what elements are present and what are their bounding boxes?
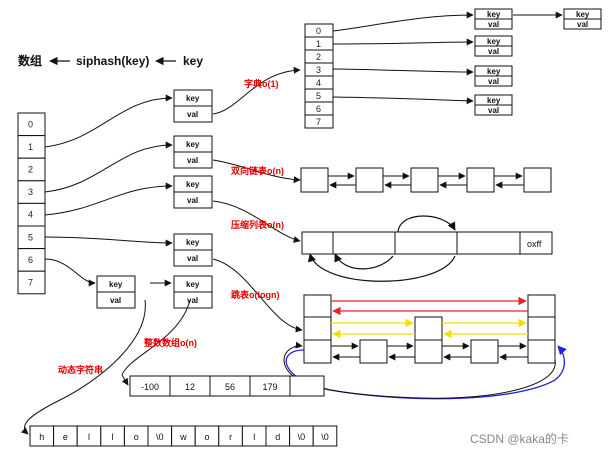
dict-index: 5 [316,91,321,101]
entry-key: key [186,280,200,289]
sds-char: o [204,432,209,442]
dict-index: 4 [316,78,321,88]
list-node [466,167,495,193]
intset-value: 12 [185,382,195,392]
hash-function-label: siphash(key) [76,54,149,68]
hash-array: 0 1 2 3 4 5 6 7 [17,112,46,295]
array-index: 7 [28,278,33,288]
array-index: 6 [28,255,33,265]
dict-index: 0 [316,26,321,36]
dict-slot [304,114,334,129]
entry-val: val [577,20,588,29]
sds-char: \0 [298,432,306,442]
entry-key: key [186,140,200,149]
entry-val: val [187,110,198,119]
sds-char: \0 [156,432,164,442]
list-node [355,167,384,193]
array-index: 3 [28,187,33,197]
entry-key: key [487,96,501,105]
entry-key: key [186,94,200,103]
entry-val: val [488,20,499,29]
ziplist: oxff [301,215,553,282]
linked-list-label: 双向链表o(n) [231,165,284,176]
entry-key: key [576,10,590,19]
sds-char: w [179,432,187,442]
sds-label: 动态字符串 [58,364,103,375]
list-node [300,167,329,193]
intset: -100 12 56 179 [129,375,325,397]
dict-entry: key val [96,275,136,309]
sds-char: d [275,432,280,442]
dict-label: 字典o(1) [244,78,279,89]
array-index: 1 [28,142,33,152]
sds-char: r [229,432,232,442]
dict-array: 0 1 2 3 4 5 6 7 [304,23,334,129]
entry-val: val [110,296,121,305]
doubly-linked-list [300,167,552,193]
dict-entry: key val [173,135,213,169]
entry-val: val [187,156,198,165]
entry-key: key [109,280,123,289]
entry-val: val [187,296,198,305]
sds-cell [312,425,338,447]
array-slot [17,270,46,295]
dict-entry: key val [173,233,213,267]
ziplist-label: 压缩列表o(n) [231,219,284,230]
sds-char: l [253,432,255,442]
watermark: CSDN @kaka的卡 [470,431,569,446]
dict-index: 3 [316,65,321,75]
intset-cell [289,375,325,397]
dict-index: 2 [316,52,321,62]
entry-val: val [488,77,499,86]
skiplist-label: 跳表o(logn) [231,289,280,300]
array-index: 2 [28,165,33,175]
entry-nodes: keyvalkeyvalkeyvalkeyvalkeyvalkeyvalkeyv… [96,8,602,309]
entry-val: val [488,106,499,115]
entry-key: key [487,67,501,76]
intset-value: -100 [141,382,159,392]
entry-key: key [186,238,200,247]
entry-val: val [488,47,499,56]
entry-key: key [487,10,501,19]
sds-char: e [63,432,68,442]
dict-entry: key val [173,175,213,209]
array-index: 5 [28,232,33,242]
skiplist [283,294,567,400]
array-index: 4 [28,210,33,220]
sds-char: l [88,432,90,442]
array-connectors [20,11,563,435]
sds-char: h [39,432,44,442]
dict-index: 6 [316,104,321,114]
entry-val: val [187,254,198,263]
intset-value: 56 [225,382,235,392]
entry-key: key [186,180,200,189]
intset-label: 整数数组o(n) [143,337,197,348]
sds-char: \0 [321,432,329,442]
sds-char: o [134,432,139,442]
entry-key: key [487,37,501,46]
dict-index: 7 [316,117,321,127]
dict-index: 1 [316,39,321,49]
key-title: key [183,54,203,68]
list-node [523,167,552,193]
array-title: 数组 [18,53,42,68]
array-index: 0 [28,119,33,129]
dict-entry: key val [173,275,213,309]
list-node [410,167,439,193]
ziplist-end-marker: oxff [527,239,542,249]
sds-char: l [112,432,114,442]
sds-string: h e l l o \0 w o r l d \0 \0 [29,425,338,447]
dict-entry: key val [173,89,213,123]
entry-val: val [187,196,198,205]
intset-value: 179 [262,382,277,392]
